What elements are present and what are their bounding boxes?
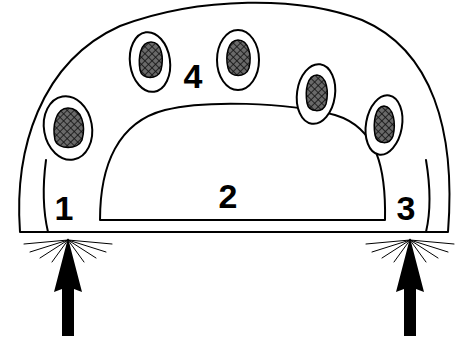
callout-number: 3 <box>397 191 416 225</box>
callout-number: 1 <box>55 191 74 225</box>
callout-number: 4 <box>184 59 203 93</box>
callout-number: 2 <box>219 179 238 213</box>
